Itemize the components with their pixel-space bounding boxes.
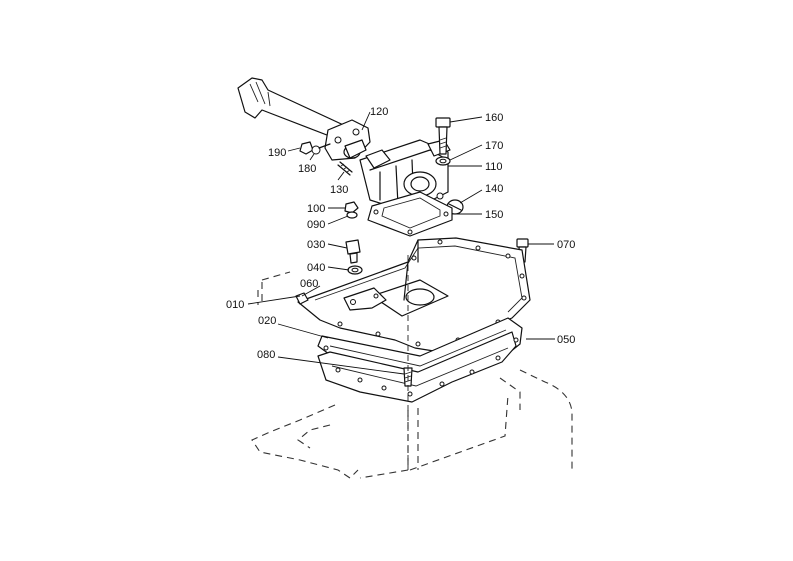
lever-flange xyxy=(324,119,371,161)
callout-labels: 010 020 030 040 050 060 070 080 090 100 … xyxy=(226,106,575,361)
callout-180: 180 xyxy=(298,163,316,175)
callout-120: 120 xyxy=(370,106,388,118)
top-cover xyxy=(297,237,531,353)
callout-170: 170 xyxy=(485,140,503,152)
nut-100 xyxy=(344,201,359,219)
callout-030: 030 xyxy=(307,239,325,251)
callout-010: 010 xyxy=(226,299,244,311)
callout-140: 140 xyxy=(485,183,503,195)
callout-090: 090 xyxy=(307,219,325,231)
callout-080: 080 xyxy=(257,349,275,361)
callout-100: 100 xyxy=(307,203,325,215)
callout-190: 190 xyxy=(268,147,286,159)
nut-and-washer xyxy=(299,141,331,155)
callout-130: 130 xyxy=(330,184,348,196)
bolt-030 xyxy=(345,239,363,275)
leader-lines xyxy=(247,111,555,375)
callout-050: 050 xyxy=(557,334,575,346)
callout-160: 160 xyxy=(485,112,503,124)
gasket xyxy=(367,191,453,237)
lower-case xyxy=(317,331,519,403)
callout-070: 070 xyxy=(557,239,575,251)
callout-150: 150 xyxy=(485,209,503,221)
background-frame-dashed xyxy=(251,271,573,479)
bolt-160 xyxy=(435,117,451,166)
stud-bolt xyxy=(337,161,353,176)
callout-110: 110 xyxy=(485,161,503,173)
callout-020: 020 xyxy=(258,315,276,327)
callout-040: 040 xyxy=(307,262,325,274)
callout-060: 060 xyxy=(300,278,318,290)
